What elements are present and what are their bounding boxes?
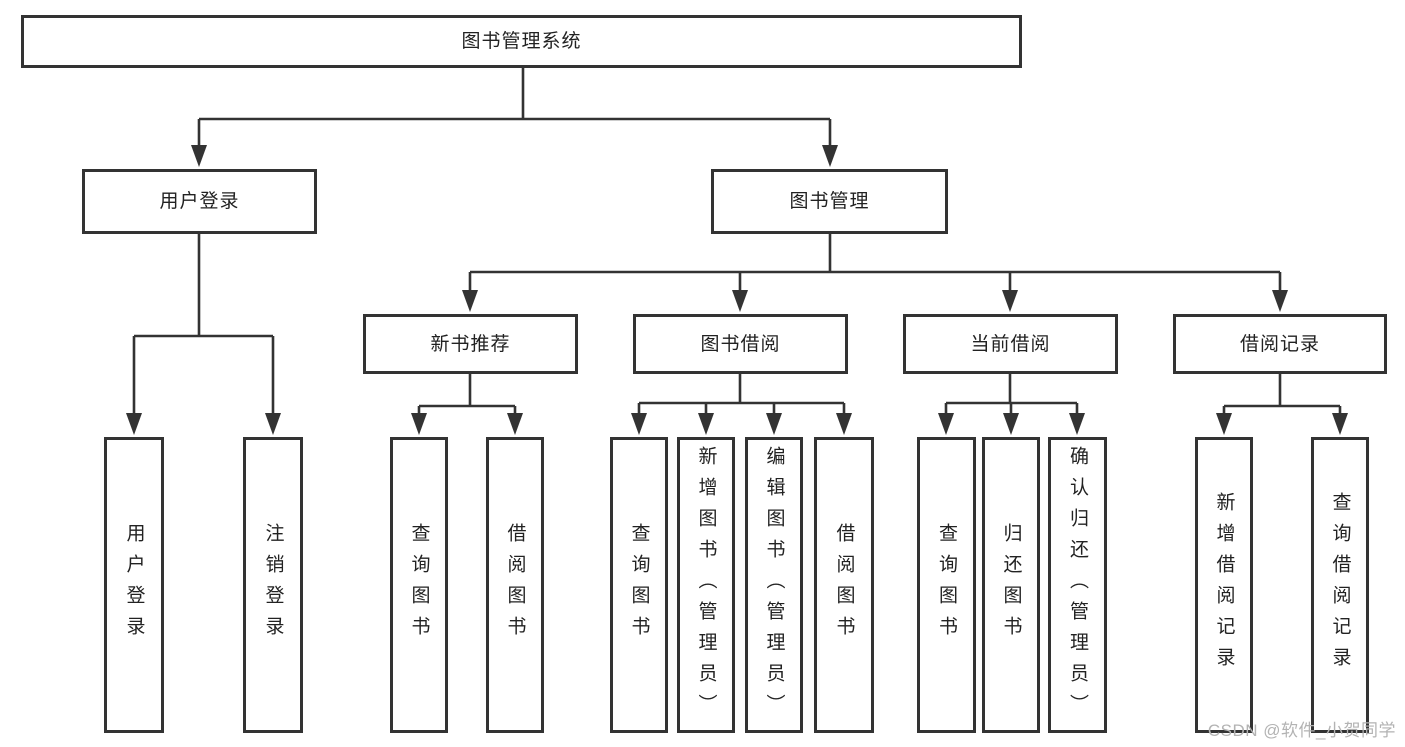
leaf-newbook-borrow-books-label: 借阅图书 (504, 523, 526, 647)
arrow-down-icon (766, 413, 782, 435)
node-new-book-recommend: 新书推荐 (363, 314, 578, 374)
node-book-management-label: 图书管理 (789, 191, 870, 212)
leaf-borrow-query-books: 查询图书 (610, 437, 668, 733)
leaf-current-query-books: 查询图书 (917, 437, 976, 733)
leaf-records-add-borrow-record-label: 新增借阅记录 (1213, 492, 1235, 678)
arrow-down-icon (1069, 413, 1085, 435)
leaf-logout-label: 注销登录 (262, 523, 284, 647)
node-book-borrowing-label: 图书借阅 (700, 333, 781, 355)
leaf-user-login: 用户登录 (104, 437, 164, 733)
arrow-down-icon (1216, 413, 1232, 435)
arrow-down-icon (1332, 413, 1348, 435)
node-new-book-recommend-label: 新书推荐 (430, 333, 511, 355)
node-borrowing-records-label: 借阅记录 (1239, 333, 1320, 355)
leaf-current-return-books-label: 归还图书 (1000, 523, 1022, 647)
node-root-label: 图书管理系统 (461, 31, 582, 52)
node-user-login-label: 用户登录 (159, 191, 240, 212)
arrow-down-icon (126, 413, 142, 435)
leaf-current-confirm-return-admin-label: 确认归还（管理员） (1067, 445, 1088, 725)
connector-lines (132, 68, 1342, 426)
arrow-down-icon (507, 413, 523, 435)
leaf-newbook-borrow-books: 借阅图书 (486, 437, 544, 733)
node-book-management: 图书管理 (711, 169, 948, 234)
node-current-borrowing-label: 当前借阅 (970, 333, 1051, 355)
node-user-login: 用户登录 (82, 169, 317, 234)
node-current-borrowing: 当前借阅 (903, 314, 1118, 374)
leaf-current-query-books-label: 查询图书 (936, 523, 957, 647)
arrow-down-icon (822, 145, 838, 167)
leaf-user-login-label: 用户登录 (123, 523, 145, 647)
node-book-borrowing: 图书借阅 (633, 314, 848, 374)
arrowhead-icons (126, 145, 1348, 435)
arrow-down-icon (265, 413, 281, 435)
arrow-down-icon (1003, 413, 1019, 435)
leaf-records-add-borrow-record: 新增借阅记录 (1195, 437, 1253, 733)
leaf-newbook-query-books-label: 查询图书 (408, 523, 430, 647)
leaf-records-query-borrow-record-label: 查询借阅记录 (1329, 492, 1351, 678)
leaf-records-query-borrow-record: 查询借阅记录 (1311, 437, 1369, 733)
leaf-borrow-add-books-admin: 新增图书（管理员） (677, 437, 735, 733)
arrow-down-icon (191, 145, 207, 167)
arrow-down-icon (1272, 290, 1288, 312)
arrow-down-icon (411, 413, 427, 435)
leaf-logout: 注销登录 (243, 437, 303, 733)
arrow-down-icon (836, 413, 852, 435)
csdn-watermark: CSDN @软件_小贺同学 (1207, 721, 1396, 740)
arrow-down-icon (938, 413, 954, 435)
leaf-borrow-borrow-books: 借阅图书 (814, 437, 874, 733)
leaf-borrow-query-books-label: 查询图书 (628, 523, 650, 647)
arrow-down-icon (698, 413, 714, 435)
node-borrowing-records: 借阅记录 (1173, 314, 1387, 374)
leaf-current-confirm-return-admin: 确认归还（管理员） (1048, 437, 1107, 733)
arrow-down-icon (462, 290, 478, 312)
arrow-down-icon (732, 290, 748, 312)
leaf-borrow-edit-books-admin: 编辑图书（管理员） (745, 437, 803, 733)
leaf-newbook-query-books: 查询图书 (390, 437, 448, 733)
leaf-borrow-edit-books-admin-label: 编辑图书（管理员） (763, 445, 785, 725)
node-root: 图书管理系统 (21, 15, 1022, 68)
arrow-down-icon (631, 413, 647, 435)
leaf-borrow-add-books-admin-label: 新增图书（管理员） (695, 445, 717, 725)
leaf-current-return-books: 归还图书 (982, 437, 1040, 733)
leaf-borrow-borrow-books-label: 借阅图书 (833, 523, 855, 647)
arrow-down-icon (1002, 290, 1018, 312)
